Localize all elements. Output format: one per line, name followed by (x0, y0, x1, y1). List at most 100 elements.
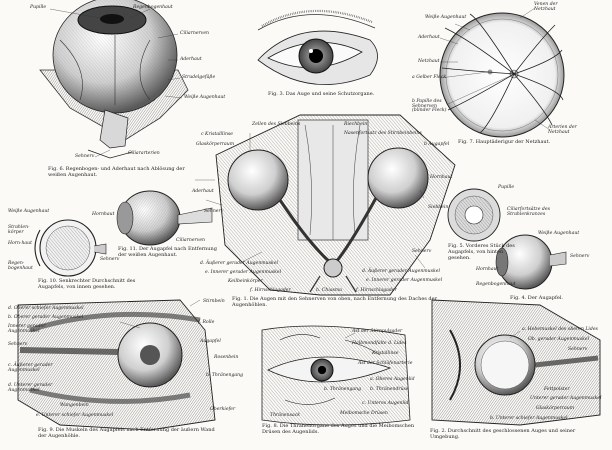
fig9-label-stirnbein: Stirnbein (203, 299, 225, 304)
fig2-label-sehnerv: Sehnerv (568, 347, 588, 352)
fig8-label-ast-schlaefenarterie: Ast der Schläfenarterie (358, 361, 413, 366)
fig6-label-ciliarnerven: Ciliarnerven (180, 31, 210, 36)
fig9-label-augapfel: Augapfel (200, 339, 221, 344)
fig9-label-innerer-gerader: Innerer gerader Augenmuskel (8, 324, 46, 334)
fig7-label-arterien: Arterien der Netzhaut (548, 125, 577, 135)
fig11-caption: Fig. 11. Der Augapfel nach Entfernung de… (118, 246, 217, 258)
fig1-label-zellen-siebbein: Zellen des Siebbeins (252, 122, 301, 127)
fig11-label-aderhaut: Aderhaut (192, 189, 214, 194)
fig7-label-weisse-augenhaut: Weiße Augenhaut (425, 15, 467, 20)
fig9-label-wangenbein: Wangenbein (60, 403, 89, 408)
fig1-label-innerer-gerader-rechts: e. Innerer gerader Augenmuskel (366, 278, 443, 283)
fig7-label-aderhaut: Aderhaut (418, 35, 440, 40)
fig1-label-chiasma: h. Chiasma (316, 288, 343, 293)
fig1-label-riechbein: Riechbein (344, 122, 368, 127)
fig1-label-hornhaut: Hornhaut (430, 175, 453, 180)
fig2-label-hebemuskel: a. Hebemuskel des oberen Lides (522, 327, 598, 332)
fig8-label-thraenengang: b. Thränengang (324, 387, 362, 392)
fig6-label-aderhaut: Aderhaut (180, 57, 202, 62)
fig8-drawing (261, 325, 411, 426)
fig4-label-weisse-augenhaut: Weiße Augenhaut (538, 231, 580, 236)
leader-lines (49, 7, 551, 339)
fig1-label-hirnschlagader-2: f. Hirnschlagader (356, 288, 397, 293)
fig10-drawing (34, 219, 107, 277)
fig3-drawing (257, 9, 378, 85)
fig9-label-unterer-gerader: d. Unterer gerader Augenmuskel (8, 383, 53, 393)
fig4-label-hornhaut: Hornhaut (476, 267, 499, 272)
fig8-caption: Fig. 8. Die Thränenorgane des Auges und … (262, 423, 415, 435)
fig9-label-oberer-schiefer: d. Oberer schiefer Augenmuskel (8, 306, 84, 311)
fig6-label-strudelgefaesse: Strudelgefäße (182, 75, 216, 80)
fig1-label-nasenfortsatz: Nasenfortsatz des Stirnbeinbeins (344, 131, 422, 136)
fig10-label-hornhaut: Horn-haut (8, 241, 32, 246)
fig11-label-ciliarnerven: Ciliarnerven (176, 238, 206, 243)
fig11-label-hornhaut: Hornhaut (92, 212, 115, 217)
fig1-label-augapfel: b Augapfel (424, 142, 450, 147)
fig2-label-unterer-schiefer: b. Unterer schiefer Augenmuskel (490, 416, 568, 421)
fig9-label-oberkiefer: Oberkiefer (210, 407, 236, 412)
fig1-label-siebbein: Siebbein (428, 205, 449, 210)
fig2-caption: Fig. 2. Durchschnitt des geschlossenen A… (430, 428, 576, 440)
fig9-label-thraenengang: b. Thränengang (206, 373, 244, 378)
fig5-label-pupille: Pupille (498, 185, 515, 190)
fig10-label-sehnerv: Sehnerv (100, 257, 120, 262)
fig3-caption: Fig. 3. Das Auge und seine Schutzorgane. (268, 91, 375, 97)
fig8-label-unteres-augenlid: c. Unteres Augenlid (362, 401, 409, 406)
fig7-label-venen: Venen der Netzhaut (534, 2, 558, 12)
fig4-caption: Fig. 4. Der Augapfel. (510, 295, 563, 301)
fig2-drawing (431, 299, 601, 426)
fig9-label-unterer-schiefer: e. Unterer schiefer Augenmuskel (36, 413, 114, 418)
fig1-label-sehnerv: Sehnerv (412, 249, 432, 254)
fig7-label-netzhaut: Netzhaut (418, 59, 440, 64)
fig6-label-pupille: Pupille (30, 5, 47, 10)
fig1-label-hirnschlagader: f. Hirnschlagader (250, 288, 291, 293)
fig5-caption: Fig. 5. Vorderes Stück des Augapfels, vo… (448, 243, 515, 261)
fig6-label-ciliararterien: Ciliararterien (128, 151, 160, 156)
fig1-label-aeusserer-gerader: d. Äußerer gerader Augenmuskel (200, 261, 278, 266)
fig1-label-aeusserer-gerader-rechts: d. Äußerer gerader Augenmuskel (362, 269, 440, 274)
fig1-label-kristalllinse: c Kristalllinse (201, 132, 233, 137)
fig1-drawing (215, 114, 456, 296)
fig11-drawing (116, 190, 213, 246)
fig6-label-regenbogenhaut: Regenbogenhaut (133, 5, 173, 10)
fig5-label-ciliarfortsaetze: Ciliarfortsätze des Strahlenkranzes (507, 207, 550, 217)
fig4-label-sehnerv: Sehnerv (570, 254, 590, 259)
fig8-label-ast-stirnpulsader: Ast der Stirnpulsader (352, 329, 403, 334)
fig9-label-rosenbein: Rosenbein (214, 355, 239, 360)
fig6-label-weisse-augenhaut: Weiße Augenhaut (184, 95, 226, 100)
fig11-label-sehnerv: Sehnerv (204, 209, 224, 214)
fig8-label-meibomsche-druesen: Meibomsche Drüsen (340, 411, 388, 416)
fig10-label-regenbogenhaut: Regen-bogenhaut (8, 261, 33, 271)
fig8-label-thraenendruese: b. Thränendrüse (370, 387, 409, 392)
fig9-drawing (17, 299, 216, 431)
fig9-caption: Fig. 9. Die Muskeln des Augapfels nach E… (38, 427, 215, 439)
fig6-drawing (39, 0, 189, 159)
fig7-label-gelber-fleck: a Gelber Fleck (412, 75, 447, 80)
fig1-label-glaskoerperraum: Glaskörperraum (196, 142, 235, 147)
fig4-drawing (495, 234, 567, 290)
fig10-caption: Fig. 10. Senkrechter Durchschnitt des Au… (38, 278, 136, 290)
fig6-caption: Fig. 6. Regenbogen- und Aderhaut nach Ab… (48, 166, 185, 178)
fig8-label-thraenensack: Thränensack (270, 413, 301, 418)
fig4-label-regenbogenhaut: Regenbogenhaut (476, 282, 516, 287)
fig10-label-strahlen-koerper: Strahlen-körper (8, 225, 30, 235)
fig8-label-oberes-augenlid: a. Oberes Augenlid (370, 377, 415, 382)
fig7-drawing (439, 12, 565, 138)
fig8-label-kristallinse: Kristallinse (372, 351, 399, 356)
fig1-caption: Fig. 1. Die Augen mit den Sehnerven von … (232, 296, 437, 308)
fig6-label-sehnerv: Sehnerv (75, 154, 95, 159)
fig2-label-fettpolster: Fettpolster (544, 387, 570, 392)
fig9-label-aeusserer-gerader: c. Äußerer gerader Augenmuskel (8, 363, 53, 373)
fig9-label-rolle: f. Rolle (198, 320, 215, 325)
fig7-label-papille: b Papille des Sehnerven (blinder Fleck) (412, 99, 447, 114)
fig9-label-sehnerv: Sehnerv (8, 342, 28, 347)
fig2-label-glaskoerperraum: Glaskörperraum (536, 406, 575, 411)
fig7-caption: Fig. 7. Hauptäderigur der Netzhaut. (458, 139, 551, 145)
fig1-label-keilbeinkoerper: Keilbeinkörper (228, 279, 263, 284)
fig10-label-weisse-augenhaut: Weiße Augenhaut (8, 209, 50, 214)
fig1-label-innerer-gerader: e. Innerer gerader Augenmuskel (205, 270, 282, 275)
fig8-label-halbmondfalte: Halbmondfalte d. Lides (352, 341, 407, 346)
fig5-drawing (447, 188, 501, 242)
